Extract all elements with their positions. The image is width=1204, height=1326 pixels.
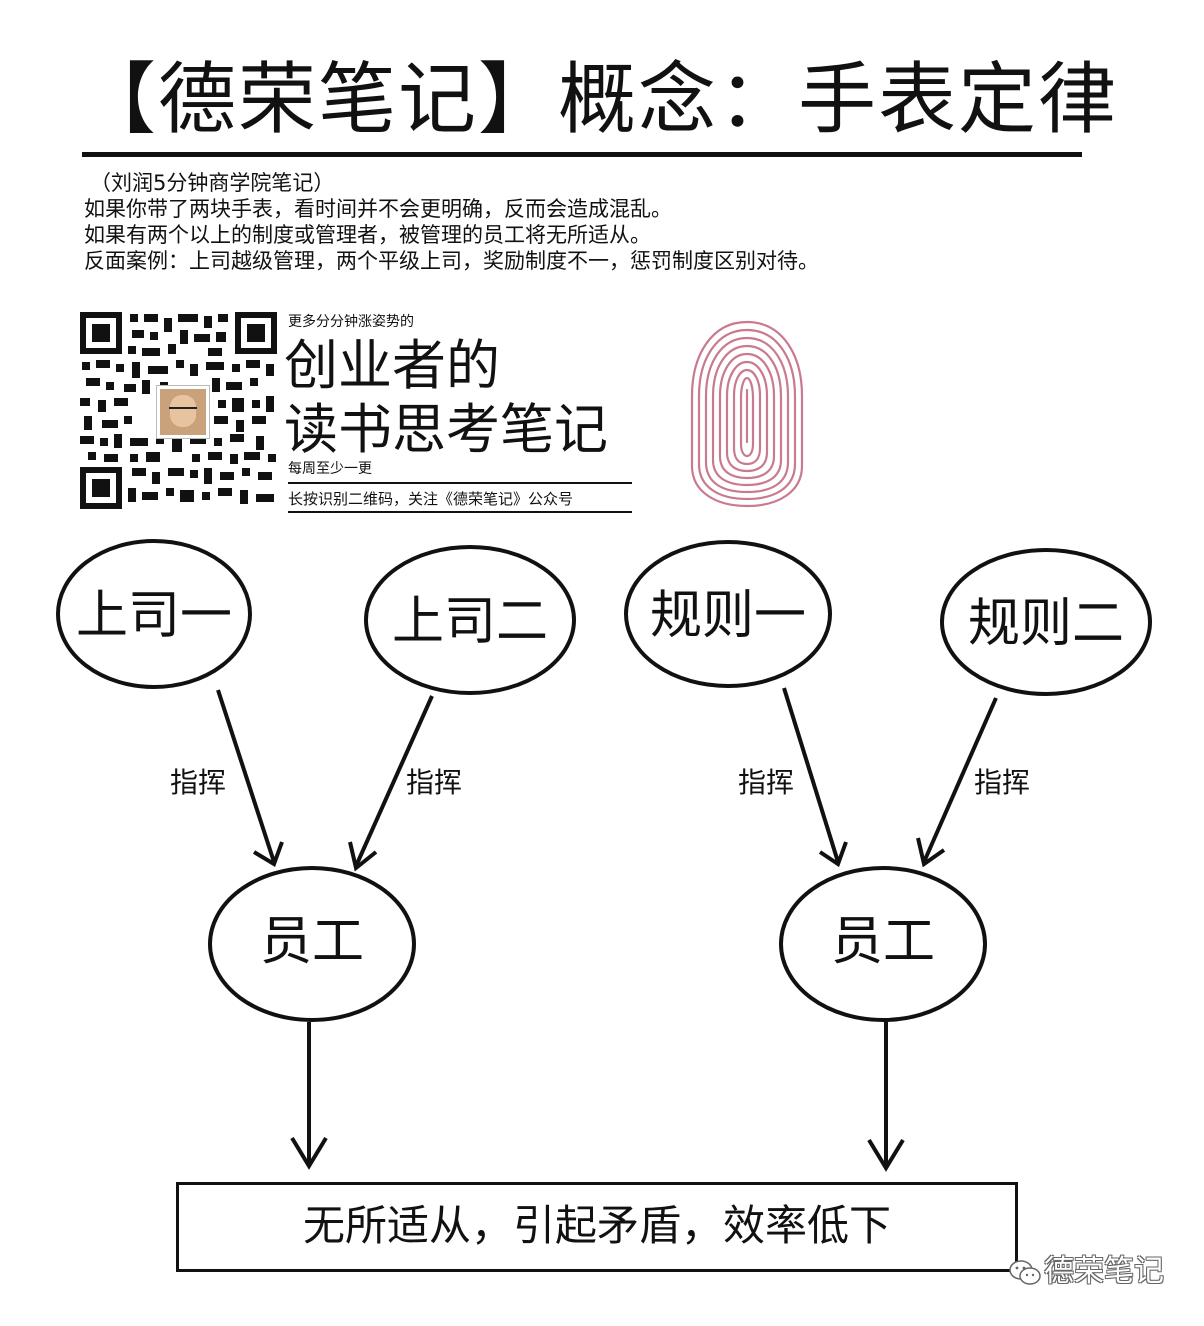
page-title: 【德荣笔记】概念：手表定律 (78, 55, 1119, 145)
label-boss-1: 上司一 (75, 586, 232, 646)
avatar-face (170, 395, 196, 427)
edge-label-rule-1: 指挥 (738, 766, 795, 799)
notes-line: 如果你带了两块手表，看时间并不会更明确，反而会造成混乱。 (84, 197, 672, 221)
label-employee-left: 员工 (259, 912, 364, 972)
label-rule-1: 规则一 (649, 586, 806, 646)
label-employee-right: 员工 (830, 912, 935, 972)
promo-divider-bottom (288, 511, 632, 513)
avatar-glasses (169, 407, 197, 415)
watermark-text: 德荣笔记 (1044, 1254, 1164, 1289)
notes-line: 反面案例：上司越级管理，两个平级上司，奖励制度不一，惩罚制度区别对待。 (84, 249, 819, 273)
edge-rule-1 (782, 687, 840, 863)
outcome-box (176, 1182, 1018, 1272)
notes-line: 如果有两个以上的制度或管理者，被管理的员工将无所适从。 (84, 223, 651, 247)
label-boss-2: 上司二 (391, 592, 548, 652)
node-boss-1 (56, 539, 252, 689)
notes-block: （刘润5分钟商学院笔记） 如果你带了两块手表，看时间并不会更明确，反而会造成混乱… (84, 170, 984, 274)
edge-label-rule-2: 指挥 (974, 766, 1031, 799)
qr-code[interactable] (80, 312, 277, 509)
title-underline (82, 152, 1082, 157)
promo-headline-1: 创业者的 (284, 334, 500, 397)
label-rule-2: 规则二 (967, 594, 1124, 654)
edge-label-boss-2: 指挥 (406, 766, 463, 799)
node-rule-1 (624, 540, 832, 688)
node-rule-2 (940, 548, 1152, 696)
promo-divider (288, 482, 632, 484)
promo-frequency: 每周至少一更 (288, 461, 372, 477)
fingerprint-icon[interactable] (686, 316, 808, 512)
notes-source: （刘润5分钟商学院笔记） (90, 171, 335, 195)
outcome-text: 无所适从，引起矛盾，效率低下 (302, 1201, 891, 1250)
wechat-icon (1009, 1260, 1041, 1285)
edge-rule-2 (922, 697, 998, 863)
promo-headline-2: 读书思考笔记 (284, 398, 608, 461)
node-boss-2 (364, 545, 576, 695)
edge-label-boss-1: 指挥 (170, 766, 227, 799)
avatar (157, 386, 209, 438)
edge-boss-1 (216, 689, 276, 863)
edge-boss-2 (354, 695, 434, 867)
promo-tagline: 更多分分钟涨姿势的 (288, 314, 414, 330)
node-employee-right (779, 866, 987, 1022)
promo-instruction: 长按识别二维码，关注《德荣笔记》公众号 (288, 490, 574, 508)
node-employee-left (208, 866, 416, 1022)
